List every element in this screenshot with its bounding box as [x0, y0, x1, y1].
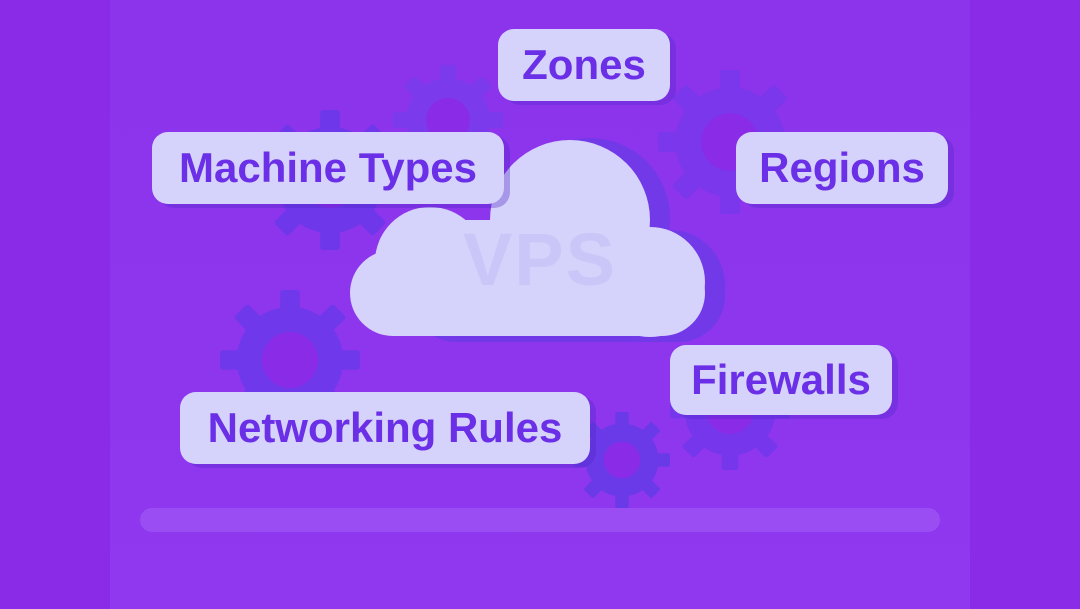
gear-icon	[220, 290, 360, 430]
cloud-icon	[350, 140, 705, 337]
label-networking-rules: Networking Rules	[180, 392, 590, 464]
floor-bar	[140, 508, 940, 532]
gear-icon	[393, 65, 503, 175]
label-zones: Zones	[498, 29, 670, 101]
cloud-label: VPS	[462, 218, 618, 301]
label-regions: Regions	[736, 132, 948, 204]
label-machine-types: Machine Types	[152, 132, 504, 204]
gear-icon	[574, 412, 670, 508]
label-firewalls: Firewalls	[670, 345, 892, 415]
